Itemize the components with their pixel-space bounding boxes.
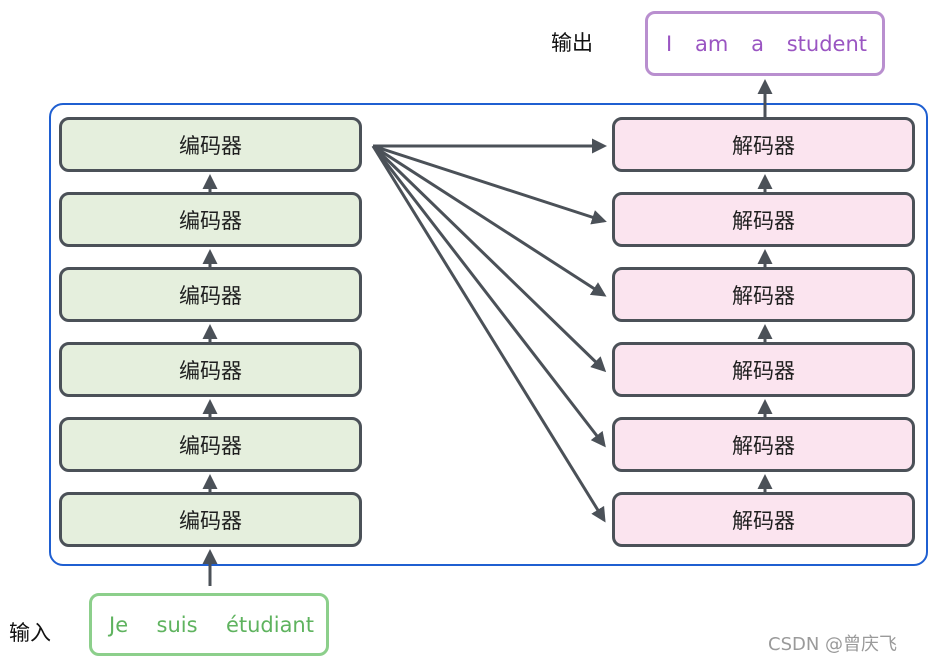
- watermark: CSDN @曾庆飞: [768, 634, 898, 655]
- decoder-block: 解码器: [612, 267, 915, 322]
- arrow-encoder-to-decoder: [372, 144, 607, 297]
- model-container: [49, 103, 928, 566]
- input-token: Je: [109, 612, 129, 637]
- encoder-block: 编码器: [59, 417, 362, 472]
- input-token: étudiant: [225, 612, 314, 637]
- input-token: suis: [156, 612, 198, 637]
- encoder-block: 编码器: [59, 267, 362, 322]
- encoder-block: 编码器: [59, 342, 362, 397]
- arrow-encoder-to-decoder: [371, 144, 607, 373]
- decoder-block: 解码器: [612, 417, 915, 472]
- output-label: 输出: [551, 31, 593, 55]
- arrow-encoder-to-decoder: [371, 145, 606, 448]
- decoder-block: 解码器: [612, 342, 915, 397]
- encoder-block: 编码器: [59, 492, 362, 547]
- decoder-block: 解码器: [612, 192, 915, 247]
- input-sequence-box: Je suis étudiant: [89, 593, 329, 656]
- output-token: I: [666, 31, 673, 56]
- arrow-encoder-to-decoder: [371, 145, 606, 523]
- decoder-block: 解码器: [612, 117, 915, 172]
- output-token: am: [694, 31, 729, 56]
- encoder-block: 编码器: [59, 192, 362, 247]
- output-token: a: [751, 31, 764, 56]
- output-token: student: [786, 31, 867, 56]
- input-label: 输入: [9, 621, 51, 645]
- arrow-encoder-to-decoder: [372, 144, 607, 225]
- encoder-block: 编码器: [59, 117, 362, 172]
- output-sequence-box: I am a student: [645, 11, 885, 76]
- decoder-block: 解码器: [612, 492, 915, 547]
